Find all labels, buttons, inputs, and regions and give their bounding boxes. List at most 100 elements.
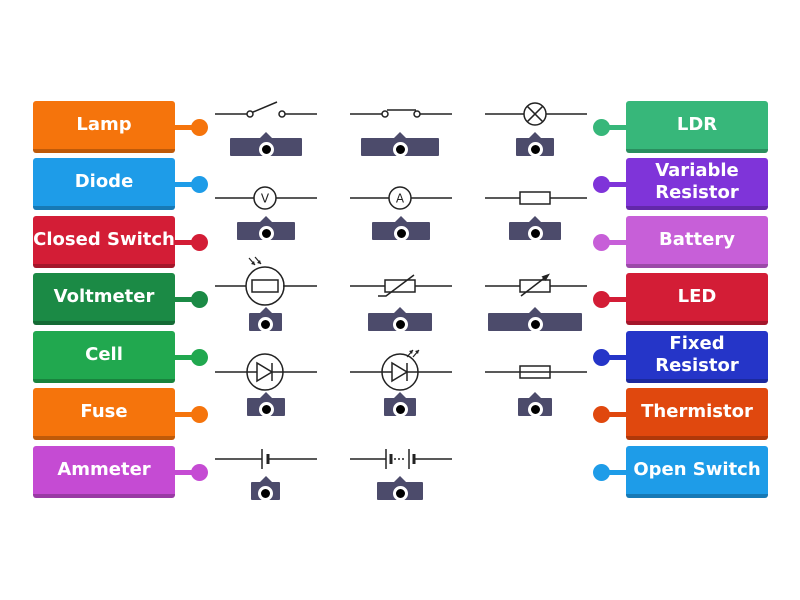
- label-led[interactable]: LED: [593, 273, 768, 325]
- drop-target-hole: [258, 316, 273, 332]
- label-closed-switch[interactable]: Closed Switch: [33, 216, 208, 268]
- connector-dot[interactable]: [191, 406, 208, 423]
- connector-dot[interactable]: [593, 234, 610, 251]
- drop-target-ldr[interactable]: [249, 307, 282, 332]
- diode-symbol: [215, 353, 317, 391]
- connector-dot[interactable]: [593, 176, 610, 193]
- drop-target-closed-switch[interactable]: [361, 132, 439, 157]
- label-battery[interactable]: Battery: [593, 216, 768, 268]
- connector-dot[interactable]: [593, 291, 610, 308]
- fixed-resistor-symbol: [485, 191, 587, 205]
- cell-symbol: [215, 449, 317, 469]
- connector-line: [175, 182, 197, 187]
- closed-switch-symbol: [350, 109, 452, 118]
- label-fixed-resistor[interactable]: Fixed Resistor: [593, 331, 768, 383]
- battery-symbol: [350, 449, 452, 469]
- drop-target-ammeter[interactable]: [372, 216, 430, 241]
- label-voltmeter[interactable]: Voltmeter: [33, 273, 208, 325]
- label-text: Fuse: [80, 401, 128, 422]
- drop-target-hole: [392, 316, 408, 332]
- connector-dot[interactable]: [593, 119, 610, 136]
- connector-dot[interactable]: [191, 291, 208, 308]
- connector-line: [604, 412, 626, 417]
- variable-resistor-symbol: [485, 273, 587, 297]
- connector-line: [175, 470, 197, 475]
- drop-target-hole: [527, 401, 543, 417]
- drop-target-hole: [258, 401, 274, 417]
- connector-dot[interactable]: [593, 406, 610, 423]
- label-cell[interactable]: Cell: [33, 331, 208, 383]
- connector-line: [175, 125, 197, 130]
- label-text: Battery: [659, 229, 735, 250]
- drop-target-open-switch[interactable]: [230, 132, 302, 157]
- connector-line: [175, 412, 197, 417]
- label-text: LDR: [676, 114, 718, 135]
- connector-dot[interactable]: [593, 464, 610, 481]
- connector-line: [604, 125, 626, 130]
- connector-line: [175, 297, 197, 302]
- drop-target-hole: [258, 141, 274, 157]
- drop-target-fuse[interactable]: [518, 392, 552, 417]
- drop-target-voltmeter[interactable]: [237, 216, 295, 241]
- drop-target-lamp[interactable]: [516, 132, 554, 157]
- connector-line: [604, 470, 626, 475]
- label-text: Ammeter: [57, 459, 151, 480]
- drop-target-hole: [527, 316, 543, 332]
- drop-target-hole: [393, 225, 409, 241]
- label-text: Fixed Resistor: [655, 333, 739, 376]
- connector-line: [604, 240, 626, 245]
- open-switch-symbol: [215, 101, 317, 118]
- connector-line: [604, 355, 626, 360]
- connector-dot[interactable]: [191, 176, 208, 193]
- label-thermistor[interactable]: Thermistor: [593, 388, 768, 440]
- drop-target-hole: [527, 141, 543, 157]
- drop-target-hole: [258, 225, 274, 241]
- label-fuse[interactable]: Fuse: [33, 388, 208, 440]
- label-text: Thermistor: [641, 401, 753, 422]
- connector-dot[interactable]: [191, 119, 208, 136]
- drop-target-battery[interactable]: [377, 476, 423, 501]
- drop-target-thermistor[interactable]: [368, 307, 432, 332]
- thermistor-symbol: [350, 274, 452, 297]
- connector-line: [175, 355, 197, 360]
- connector-line: [604, 297, 626, 302]
- connector-dot[interactable]: [191, 349, 208, 366]
- connector-dot[interactable]: [191, 234, 208, 251]
- label-text: Open Switch: [633, 459, 761, 480]
- label-text: LED: [677, 286, 717, 307]
- label-text: Diode: [74, 171, 134, 192]
- ammeter-letter: A: [396, 192, 405, 206]
- label-open-switch[interactable]: Open Switch: [593, 446, 768, 498]
- label-text: Variable Resistor: [655, 160, 739, 203]
- label-ldr[interactable]: LDR: [593, 101, 768, 153]
- label-text: Closed Switch: [33, 229, 175, 250]
- ldr-symbol: [215, 256, 317, 306]
- fuse-symbol: [485, 365, 587, 379]
- led-symbol: [350, 349, 452, 391]
- drop-target-hole: [392, 401, 408, 417]
- lamp-symbol: [485, 102, 587, 126]
- connector-line: [175, 240, 197, 245]
- label-text: Lamp: [76, 114, 132, 135]
- drop-target-hole: [392, 141, 408, 157]
- connector-dot[interactable]: [593, 349, 610, 366]
- ammeter-symbol: A: [350, 186, 452, 210]
- label-text: Voltmeter: [53, 286, 155, 307]
- label-text: Cell: [85, 344, 123, 365]
- voltmeter-letter: V: [261, 192, 270, 206]
- drop-target-led[interactable]: [384, 392, 416, 417]
- connector-line: [604, 182, 626, 187]
- drop-target-variable-resistor[interactable]: [488, 307, 582, 332]
- label-variable-resistor[interactable]: Variable Resistor: [593, 158, 768, 210]
- drop-target-fixed-resistor[interactable]: [509, 216, 561, 241]
- drop-target-cell[interactable]: [251, 476, 280, 501]
- drop-target-hole: [527, 225, 543, 241]
- label-ammeter[interactable]: Ammeter: [33, 446, 208, 498]
- label-lamp[interactable]: Lamp: [33, 101, 208, 153]
- drop-target-hole: [258, 485, 273, 501]
- drop-target-diode[interactable]: [247, 392, 285, 417]
- voltmeter-symbol: V: [215, 186, 317, 210]
- label-diode[interactable]: Diode: [33, 158, 208, 210]
- drop-target-hole: [392, 485, 408, 501]
- connector-dot[interactable]: [191, 464, 208, 481]
